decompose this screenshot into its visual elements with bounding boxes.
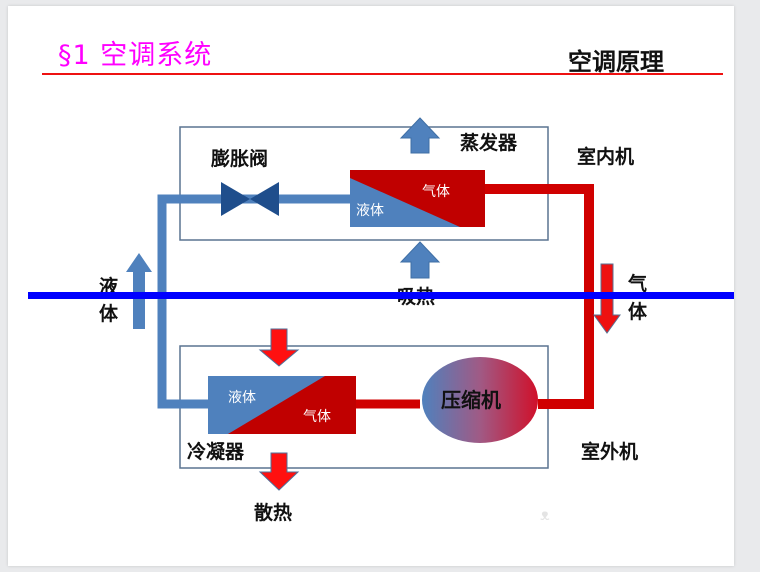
left-pipe-label-2: 体	[99, 302, 119, 325]
compressor-label: 压缩机	[441, 388, 501, 412]
liquid-flow-up-arrow-icon	[126, 253, 152, 329]
evaporator-gas-label: 气体	[422, 184, 450, 200]
heat-release-arrow-icon	[258, 452, 300, 491]
compressor	[422, 357, 538, 443]
indoor-unit-box	[179, 126, 549, 241]
liquid-pipe	[157, 194, 350, 409]
condenser-gas-label: 气体	[303, 409, 331, 425]
evaporator-label: 蒸发器	[460, 131, 518, 154]
expansion-valve-label: 膨胀阀	[210, 147, 268, 170]
condenser: 液体 气体	[208, 376, 356, 434]
evaporator: 气体 液体	[350, 170, 485, 227]
condenser-liquid-label: 液体	[228, 390, 256, 406]
slide-title: §1 空调系统	[58, 40, 213, 71]
heat-out-arrow-icon	[399, 117, 441, 154]
indoor-unit-label: 室内机	[577, 145, 634, 168]
blue-overlay-line	[28, 292, 734, 299]
expansion-valve-icon	[221, 182, 279, 216]
right-pipe-label-2: 体	[628, 300, 648, 323]
heat-in-arrow-icon	[399, 241, 441, 279]
release-heat-label: 散热	[254, 501, 292, 524]
evaporator-liquid-label: 液体	[356, 203, 384, 219]
slide-subtitle: 空调原理	[568, 47, 664, 76]
watermark-icon: ᴥ	[540, 505, 550, 524]
condenser-heat-in-arrow-icon	[258, 328, 300, 367]
right-pipe-label-1: 气	[627, 272, 647, 295]
title-rule	[42, 73, 723, 75]
condenser-label: 冷凝器	[187, 440, 245, 463]
outdoor-unit-label: 室外机	[581, 440, 638, 463]
